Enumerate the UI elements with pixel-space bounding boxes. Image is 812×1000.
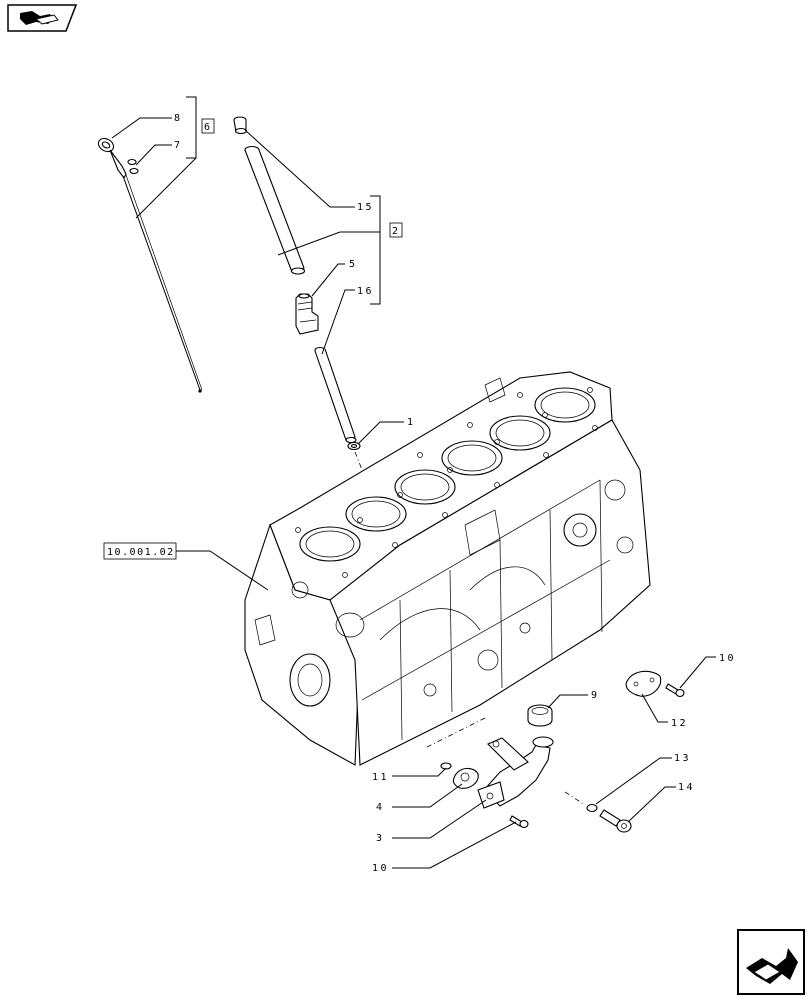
screw-upper[interactable]	[665, 683, 685, 698]
callout-12: 12	[671, 718, 688, 729]
oil-filler-cap[interactable]	[527, 704, 553, 727]
o-ring-seals[interactable]	[127, 158, 139, 175]
engine-block[interactable]	[244, 371, 651, 766]
oil-filler-pipe[interactable]	[477, 736, 554, 809]
callout-13: 13	[674, 753, 691, 764]
next-page-button[interactable]	[736, 928, 806, 996]
seal-ring[interactable]	[586, 803, 598, 813]
reference-box	[103, 542, 177, 560]
screw-lower[interactable]	[509, 815, 529, 829]
callout-9: 9	[591, 690, 600, 701]
washer[interactable]	[347, 441, 361, 451]
callout-5: 5	[349, 259, 358, 270]
callout-8: 8	[174, 113, 183, 124]
pipe-gasket[interactable]	[452, 767, 479, 789]
lower-tube[interactable]	[314, 346, 357, 444]
leader-lines	[111, 96, 716, 869]
plug-screw[interactable]	[599, 809, 632, 833]
callout-16: 16	[357, 286, 374, 297]
callout-11: 11	[372, 772, 389, 783]
tube-adapter[interactable]	[295, 293, 319, 335]
callout-2: 2	[392, 226, 401, 237]
callout-10-top: 10	[719, 653, 736, 664]
dipstick[interactable]	[96, 136, 203, 393]
callout-4: 4	[376, 802, 385, 813]
callout-15: 15	[357, 202, 374, 213]
callout-14: 14	[678, 782, 695, 793]
reference-label: 10.001.02	[107, 547, 175, 558]
callout-3: 3	[376, 833, 385, 844]
callout-2-box	[389, 222, 403, 238]
callout-7: 7	[174, 140, 183, 151]
previous-page-button[interactable]	[6, 3, 78, 33]
callout-6-box	[201, 118, 215, 134]
next-page-arrow-icon	[737, 929, 805, 995]
callout-6: 6	[204, 122, 213, 133]
dipstick-guide-tube[interactable]	[233, 116, 306, 275]
pipe-o-ring[interactable]	[440, 762, 452, 770]
previous-page-arrow-icon	[7, 4, 78, 32]
cover-gasket[interactable]	[625, 670, 662, 697]
callout-1: 1	[407, 417, 416, 428]
callout-10-bottom: 10	[372, 863, 389, 874]
